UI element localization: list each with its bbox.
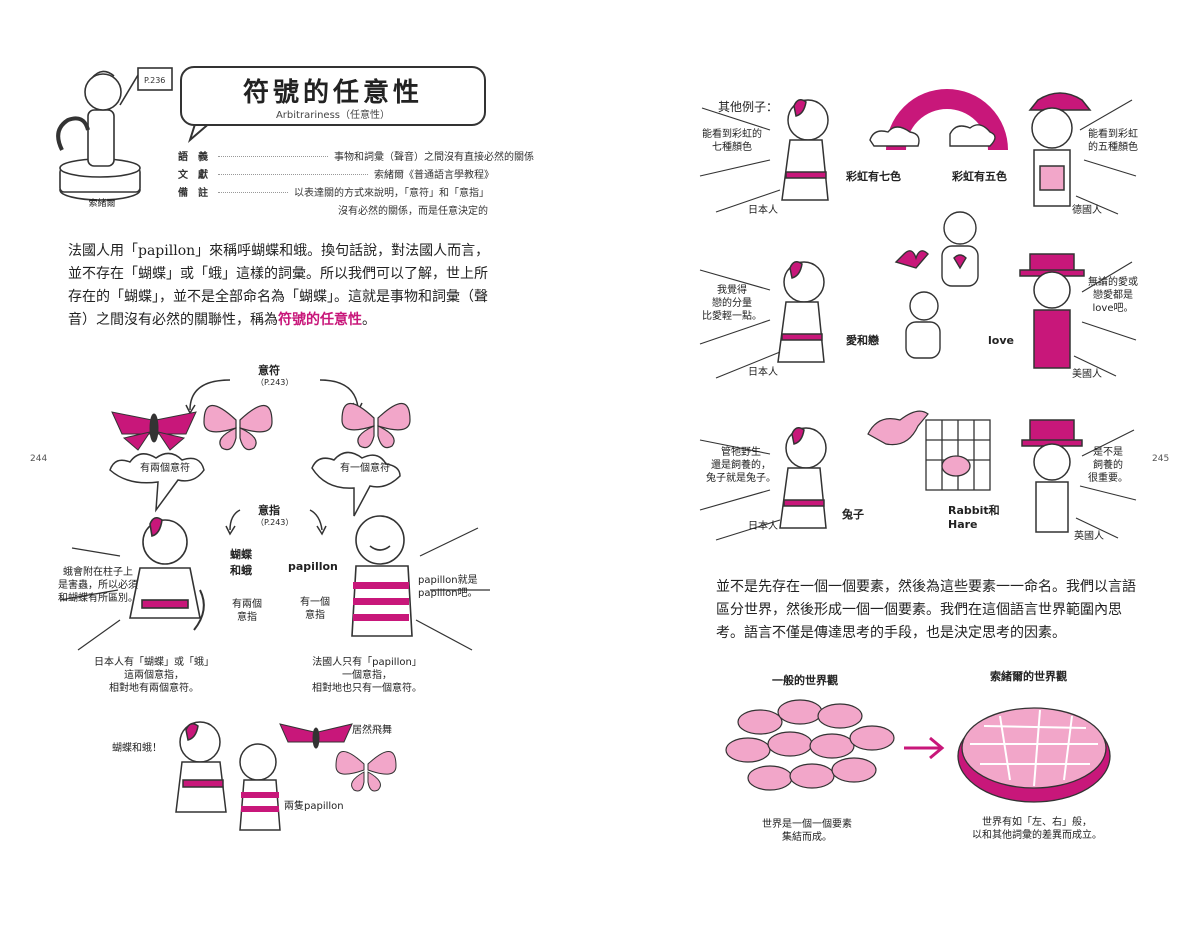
definition-row: 語義 事物和詞彙（聲音）之間沒有直接必然的關係 bbox=[178, 148, 534, 166]
row3-left-person: 日本人 bbox=[748, 521, 778, 532]
uk-person-row3 bbox=[1021, 419, 1083, 533]
row1-right-person: 德國人 bbox=[1072, 205, 1102, 216]
page-title: 符號的任意性 bbox=[242, 78, 423, 108]
bottom-moth-drawing bbox=[279, 723, 353, 749]
bottom-jp-speech: 蝴蝶和蛾！ bbox=[112, 743, 162, 754]
french-person-drawing bbox=[351, 515, 413, 637]
bottom-butterfly-drawing bbox=[335, 751, 397, 792]
love-figures-row2 bbox=[894, 211, 979, 359]
world-left-title: 一般的世界觀 bbox=[772, 674, 838, 687]
row1-left-word: 彩虹有七色 bbox=[846, 170, 901, 183]
row2-right-speech: 無論的愛或 戀愛都是 love吧。 bbox=[1088, 277, 1138, 314]
butterfly-left bbox=[203, 404, 273, 451]
row2-left-speech: 我覺得 戀的分量 比愛輕一點。 bbox=[702, 285, 762, 322]
jp-caption: 日本人有「蝴蝶」或「蛾」 這兩個意指， 相對地有兩個意符。 bbox=[94, 657, 214, 694]
conclusion-paragraph: 並不是先存在一個一個要素，然後為這些要素一一命名。我們以言語區分世界，然後形成一… bbox=[716, 579, 1136, 641]
us-person-row2 bbox=[1019, 253, 1085, 369]
signifier-ref: （P.243） bbox=[256, 518, 294, 527]
title-box: 符號的任意性 Arbitrariness（任意性） bbox=[180, 66, 486, 126]
bottom-scene-drawing bbox=[175, 721, 281, 831]
cloud-right bbox=[311, 451, 401, 517]
fr-caption: 法國人只有「papillon」 一個意指， 相對地也只有一個意符。 bbox=[312, 657, 422, 694]
jp-speech: 蛾會附在柱子上 是害蟲，所以必須 和蝴蝶有所區別。 bbox=[58, 567, 138, 604]
highlight-term: 符號的任意性 bbox=[278, 312, 362, 328]
row2-right-word: love bbox=[988, 334, 1014, 347]
arrow-right-icon bbox=[904, 736, 945, 760]
definition-key: 備註 bbox=[178, 188, 218, 199]
pedestal-label: 索緒爾 bbox=[88, 199, 116, 209]
word-japanese: 蝴蝶 和蛾 bbox=[230, 548, 252, 577]
fr-count: 有一個 意指 bbox=[300, 597, 330, 621]
page-number-left: 244 bbox=[30, 454, 48, 464]
row3-right-speech: 是不是 飼養的 很重要。 bbox=[1088, 447, 1128, 484]
row2-right-person: 美國人 bbox=[1072, 369, 1102, 380]
definition-row: 文獻 索緒爾《普通語言學教程》 bbox=[178, 166, 494, 184]
row1-right-speech: 能看到彩虹 的五種顏色 bbox=[1088, 129, 1138, 153]
cloud-left bbox=[109, 452, 205, 513]
signified-ref: （P.243） bbox=[256, 378, 294, 387]
definition-list: 語義 事物和詞彙（聲音）之間沒有直接必然的關係 文獻 索緒爾《普通語言學教程》 備註… bbox=[178, 148, 534, 220]
world-right-caption: 世界有如「左、右」般， 以和其他詞彙的差異而成立。 bbox=[972, 817, 1102, 841]
row3-right-word: Rabbit和 Hare bbox=[948, 504, 1000, 531]
jp-person-row2 bbox=[777, 261, 825, 363]
row3-left-word: 兔子 bbox=[842, 508, 864, 521]
rabbit-drawing bbox=[867, 410, 929, 446]
fr-speech: papillon就是 papillon吧。 bbox=[418, 575, 478, 599]
row3-left-speech: 管牠野生 還是飼養的， 兔子就是兔子。 bbox=[706, 447, 776, 484]
row1-left-person: 日本人 bbox=[748, 205, 778, 216]
cage-drawing bbox=[925, 419, 991, 491]
row2-left-person: 日本人 bbox=[748, 367, 778, 378]
butterfly-right bbox=[341, 402, 411, 449]
definition-value: 沒有必然的關係，而是任意決定的 bbox=[338, 206, 488, 217]
definition-row: 沒有必然的關係，而是任意決定的 bbox=[178, 202, 488, 220]
jp-count: 有兩個 意指 bbox=[232, 599, 262, 623]
japanese-person-drawing bbox=[129, 516, 205, 631]
definition-key: 文獻 bbox=[178, 170, 218, 181]
saussure-worldview-drawing bbox=[957, 707, 1111, 803]
row1-left-speech: 能看到彩虹的 七種顏色 bbox=[702, 129, 762, 153]
definition-key: 語義 bbox=[178, 152, 218, 163]
intro-paragraph: 法國人用「papillon」來稱呼蝴蝶和蛾。換句話說，對法國人而言，並不存在「蝴… bbox=[68, 243, 490, 328]
row3-right-person: 英國人 bbox=[1074, 531, 1104, 542]
general-worldview-drawing bbox=[725, 699, 895, 791]
row2-left-word: 愛和戀 bbox=[846, 334, 879, 347]
bottom-flying-label: 居然飛舞 bbox=[352, 725, 392, 736]
cloud-right-label: 有一個意符 bbox=[340, 463, 390, 474]
page-subtitle: Arbitrariness（任意性） bbox=[275, 110, 391, 121]
bottom-fr-speech: 兩隻papillon bbox=[284, 801, 344, 812]
definition-value: 事物和詞彙（聲音）之間沒有直接必然的關係 bbox=[334, 152, 534, 163]
moth-drawing bbox=[111, 411, 197, 451]
signifier-label: 意指 bbox=[258, 504, 280, 517]
jp-person-row1 bbox=[781, 99, 829, 201]
de-person-row1 bbox=[1028, 92, 1092, 207]
svg-text:P.236: P.236 bbox=[144, 76, 165, 85]
word-french: papillon bbox=[288, 560, 338, 573]
page-number-right: 245 bbox=[1152, 454, 1170, 464]
definition-value: 索緒爾《普通語言學教程》 bbox=[374, 170, 494, 181]
saussure-statue: P.236 bbox=[56, 67, 173, 201]
row1-right-word: 彩虹有五色 bbox=[952, 170, 1007, 183]
world-right-title: 索緒爾的世界觀 bbox=[990, 670, 1067, 683]
jp-person-row3 bbox=[779, 427, 827, 529]
examples-heading: 其他例子： bbox=[718, 100, 779, 114]
definition-row: 備註 以表達關的方式來說明，「意符」和「意指」 bbox=[178, 184, 489, 202]
definition-value: 以表達關的方式來說明，「意符」和「意指」 bbox=[294, 188, 489, 199]
cloud-left-label: 有兩個意符 bbox=[140, 463, 190, 474]
signified-label: 意符 bbox=[258, 364, 280, 377]
world-left-caption: 世界是一個一個要素 集結而成。 bbox=[762, 819, 852, 843]
clouds-row1 bbox=[869, 124, 996, 147]
